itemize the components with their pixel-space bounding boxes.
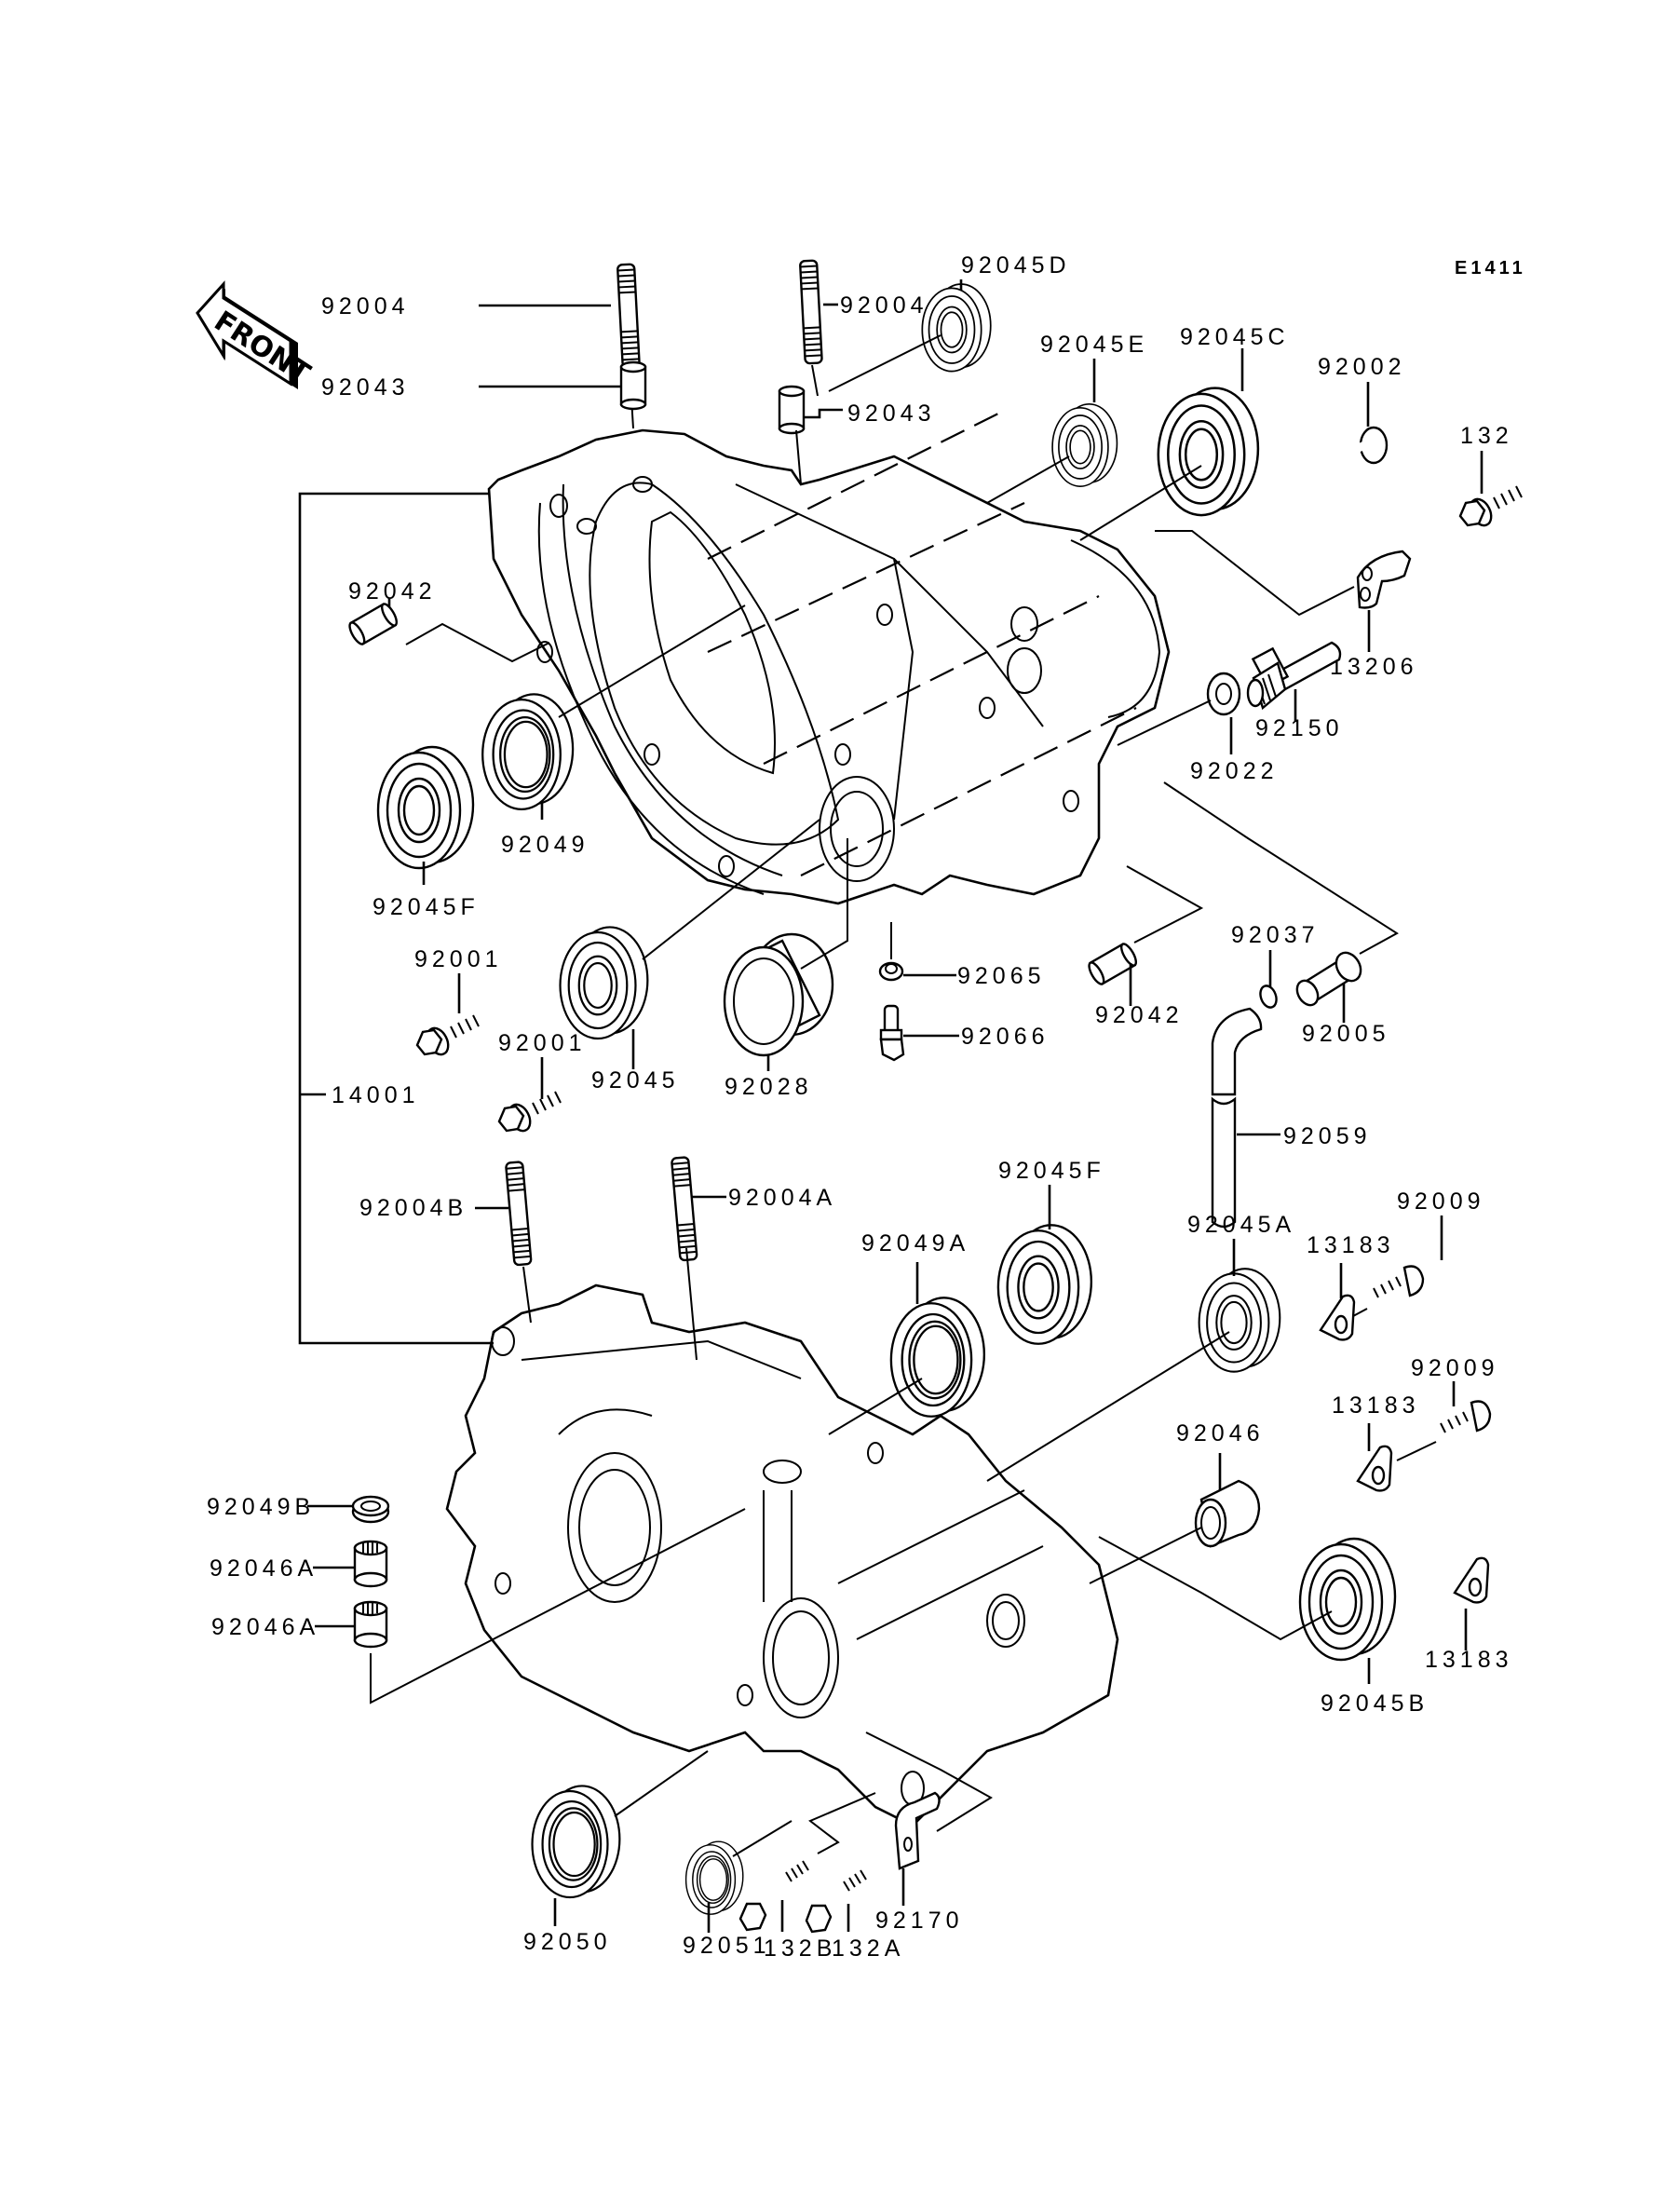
plate-13183-a: 13183	[1307, 1232, 1395, 1341]
dowel-92043-left: 92043	[321, 360, 647, 411]
bearing-92045: 92045	[559, 819, 820, 1093]
label-13206: 13206	[1330, 654, 1418, 680]
label-92050: 92050	[523, 1929, 612, 1955]
assembly-label: 14001	[332, 1082, 420, 1108]
needle-bearing-92046: 92046	[1089, 1420, 1265, 1584]
seal-92050: 92050	[523, 1750, 709, 1955]
label-92004b: 92004B	[359, 1195, 467, 1221]
needle-bearing-92046a-1: 92046A	[210, 1540, 388, 1588]
label-92049b: 92049B	[207, 1494, 315, 1520]
washer-92065: 92065	[878, 922, 1046, 989]
label-92065: 92065	[957, 963, 1046, 989]
needle-bearing-92046a-2: 92046A	[211, 1508, 746, 1704]
label-92043-right: 92043	[847, 401, 936, 427]
label-92045d: 92045D	[961, 252, 1071, 278]
plate-13183-b: 13183	[1332, 1392, 1420, 1492]
clamp-92170: 92170	[865, 1731, 993, 1934]
washer-92022: 92022	[1117, 672, 1279, 784]
plug-92066: 92066	[879, 1004, 1050, 1062]
label-92005: 92005	[1302, 1021, 1390, 1047]
assembly-bracket: 14001	[298, 492, 494, 1345]
fitting-92005: 92005	[1163, 781, 1399, 1047]
collar-92028: 92028	[723, 838, 848, 1100]
stud-92004: 92004	[321, 263, 641, 429]
label-92045c: 92045C	[1180, 324, 1290, 350]
bearing-92045a: 92045A	[986, 1212, 1295, 1482]
plate-13183-c: 13183	[1425, 1556, 1513, 1673]
hose-92059: 92059	[1211, 1007, 1372, 1229]
label-92043-left: 92043	[321, 374, 410, 401]
bolt-92001-b: 92001	[498, 1030, 587, 1134]
label-92051: 92051	[683, 1933, 771, 1959]
label-92009-a: 92009	[1397, 1188, 1485, 1215]
label-92022: 92022	[1190, 758, 1279, 784]
bolt-132: 132	[1460, 423, 1525, 529]
bearing-92045d: 92045D	[828, 252, 1071, 392]
label-92045a: 92045A	[1187, 1212, 1295, 1238]
screw-92009-a: 92009	[1340, 1188, 1485, 1324]
label-92046a-1: 92046A	[210, 1555, 318, 1582]
bearing-92045c: 92045C	[1079, 324, 1290, 541]
label-92001-b: 92001	[498, 1030, 587, 1056]
bearing-92045f-upper: 92045F	[373, 745, 480, 920]
label-92150: 92150	[1255, 715, 1344, 741]
bolt-132b: 132B	[738, 1792, 876, 1962]
label-92045: 92045	[591, 1067, 680, 1093]
bolt-92150: 92150	[1246, 641, 1344, 741]
dowel-92042-right: 92042	[1085, 865, 1204, 1028]
label-92045b: 92045B	[1321, 1691, 1429, 1717]
seal-92051: 92051	[683, 1820, 793, 1959]
clamp-92037: 92037	[1231, 922, 1320, 1009]
bolt-92001-a: 92001	[414, 946, 503, 1058]
dowel-92043-right: 92043	[778, 385, 936, 485]
label-92042-right: 92042	[1095, 1002, 1184, 1028]
label-132a: 132A	[832, 1935, 904, 1962]
label-92004a-lower: 92004A	[728, 1185, 836, 1211]
label-13183-a: 13183	[1307, 1232, 1395, 1258]
label-92028: 92028	[725, 1074, 813, 1100]
screw-92009-b: 92009	[1396, 1355, 1499, 1461]
label-92045f-upper: 92045F	[373, 894, 480, 920]
plate-13206: 13206	[1155, 530, 1418, 680]
label-92049: 92049	[501, 832, 589, 858]
lower-crankcase-half	[445, 1283, 1119, 1827]
seal-92049: 92049	[481, 604, 746, 858]
label-132: 132	[1460, 423, 1513, 449]
bearing-92045b: 92045B	[1098, 1536, 1429, 1717]
label-92045e: 92045E	[1040, 332, 1148, 358]
label-13183-b: 13183	[1332, 1392, 1420, 1419]
upper-crankcase-half	[487, 409, 1171, 905]
label-92046a-2: 92046A	[211, 1614, 319, 1640]
bearing-92045e: 92045E	[986, 332, 1148, 504]
stud-92004b: 92004B	[359, 1161, 533, 1324]
label-92045f-lower: 92045F	[998, 1158, 1105, 1184]
stud-92004a-lower: 92004A	[670, 1156, 836, 1361]
bolt-132a: 132A	[805, 1868, 904, 1962]
seal-92049a: 92049A	[828, 1230, 986, 1435]
label-92009-b: 92009	[1411, 1355, 1499, 1381]
label-92049a: 92049A	[861, 1230, 969, 1256]
label-132b: 132B	[764, 1935, 836, 1962]
label-92170: 92170	[875, 1908, 964, 1934]
front-direction-arrow: FRONT	[196, 280, 316, 390]
label-92001-a: 92001	[414, 946, 503, 972]
label-92066: 92066	[961, 1024, 1050, 1050]
seal-92049b: 92049B	[207, 1494, 390, 1524]
label-92059: 92059	[1283, 1123, 1372, 1149]
bearing-92045f-lower: 92045F	[996, 1158, 1105, 1345]
label-92046: 92046	[1176, 1420, 1265, 1446]
bolt-92002: 92002	[1318, 354, 1406, 465]
label-92042-left: 92042	[348, 578, 437, 604]
label-92002: 92002	[1318, 354, 1406, 380]
label-13183-c: 13183	[1425, 1647, 1513, 1673]
label-92037: 92037	[1231, 922, 1320, 948]
figure-code: E1411	[1455, 258, 1526, 278]
label-92004: 92004	[321, 293, 410, 319]
dowel-92042-left: 92042	[345, 578, 550, 663]
